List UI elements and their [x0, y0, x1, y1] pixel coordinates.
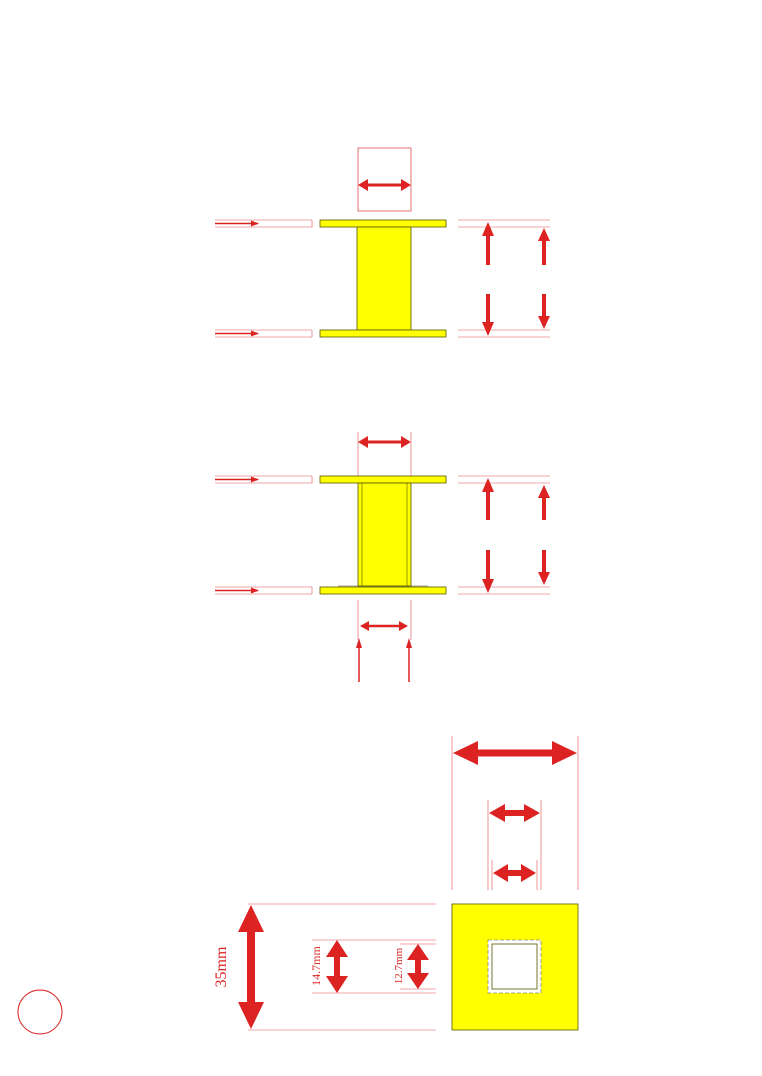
- bore-width-dimension: [357, 600, 412, 640]
- bore-width-dimension: [487, 800, 542, 890]
- core-width-arrow: [358, 179, 411, 191]
- bottom-flange-thickness-marker: [215, 586, 313, 595]
- corner-circle-mark: [17, 989, 63, 1035]
- inner-height-arrows: [538, 228, 550, 329]
- top-flange: [319, 219, 447, 228]
- top-flange-thickness-marker: [215, 475, 313, 484]
- core-width-dimension: [357, 432, 412, 476]
- inner-height-label: 12.7mm: [393, 947, 405, 984]
- spool-side-view-1: [215, 147, 550, 338]
- height-extension-lines: [458, 475, 550, 595]
- bore-height-label: 14.7mm: [309, 946, 323, 986]
- overall-height-arrow: [238, 905, 264, 1029]
- bore-hole: [491, 943, 538, 990]
- top-flange: [319, 475, 447, 484]
- top-flange-thickness-marker: [215, 219, 313, 228]
- overall-height-arrows: [482, 222, 494, 336]
- inner-height-arrows: [538, 485, 550, 585]
- bottom-flange: [319, 329, 447, 338]
- bottom-flange: [319, 586, 447, 595]
- outer-height-label: 35mm: [213, 946, 230, 987]
- spool-side-view-2: [215, 432, 550, 682]
- vertical-extension-lines: [248, 903, 436, 1031]
- core: [356, 226, 412, 331]
- width-frame: [357, 147, 412, 212]
- height-extension-lines: [458, 219, 550, 338]
- bore-height-arrow: [326, 940, 348, 993]
- inner-height-arrow: [407, 944, 429, 989]
- core: [357, 482, 412, 587]
- overall-width-dimension: [451, 736, 579, 890]
- spool-end-view: 35mm 14.7mm 12.7mm: [213, 736, 579, 1031]
- bore-wall-pointers: [356, 638, 412, 682]
- bottom-flange-thickness-marker: [215, 329, 313, 338]
- inner-width-dimension: [491, 860, 538, 890]
- overall-height-arrows: [482, 478, 494, 593]
